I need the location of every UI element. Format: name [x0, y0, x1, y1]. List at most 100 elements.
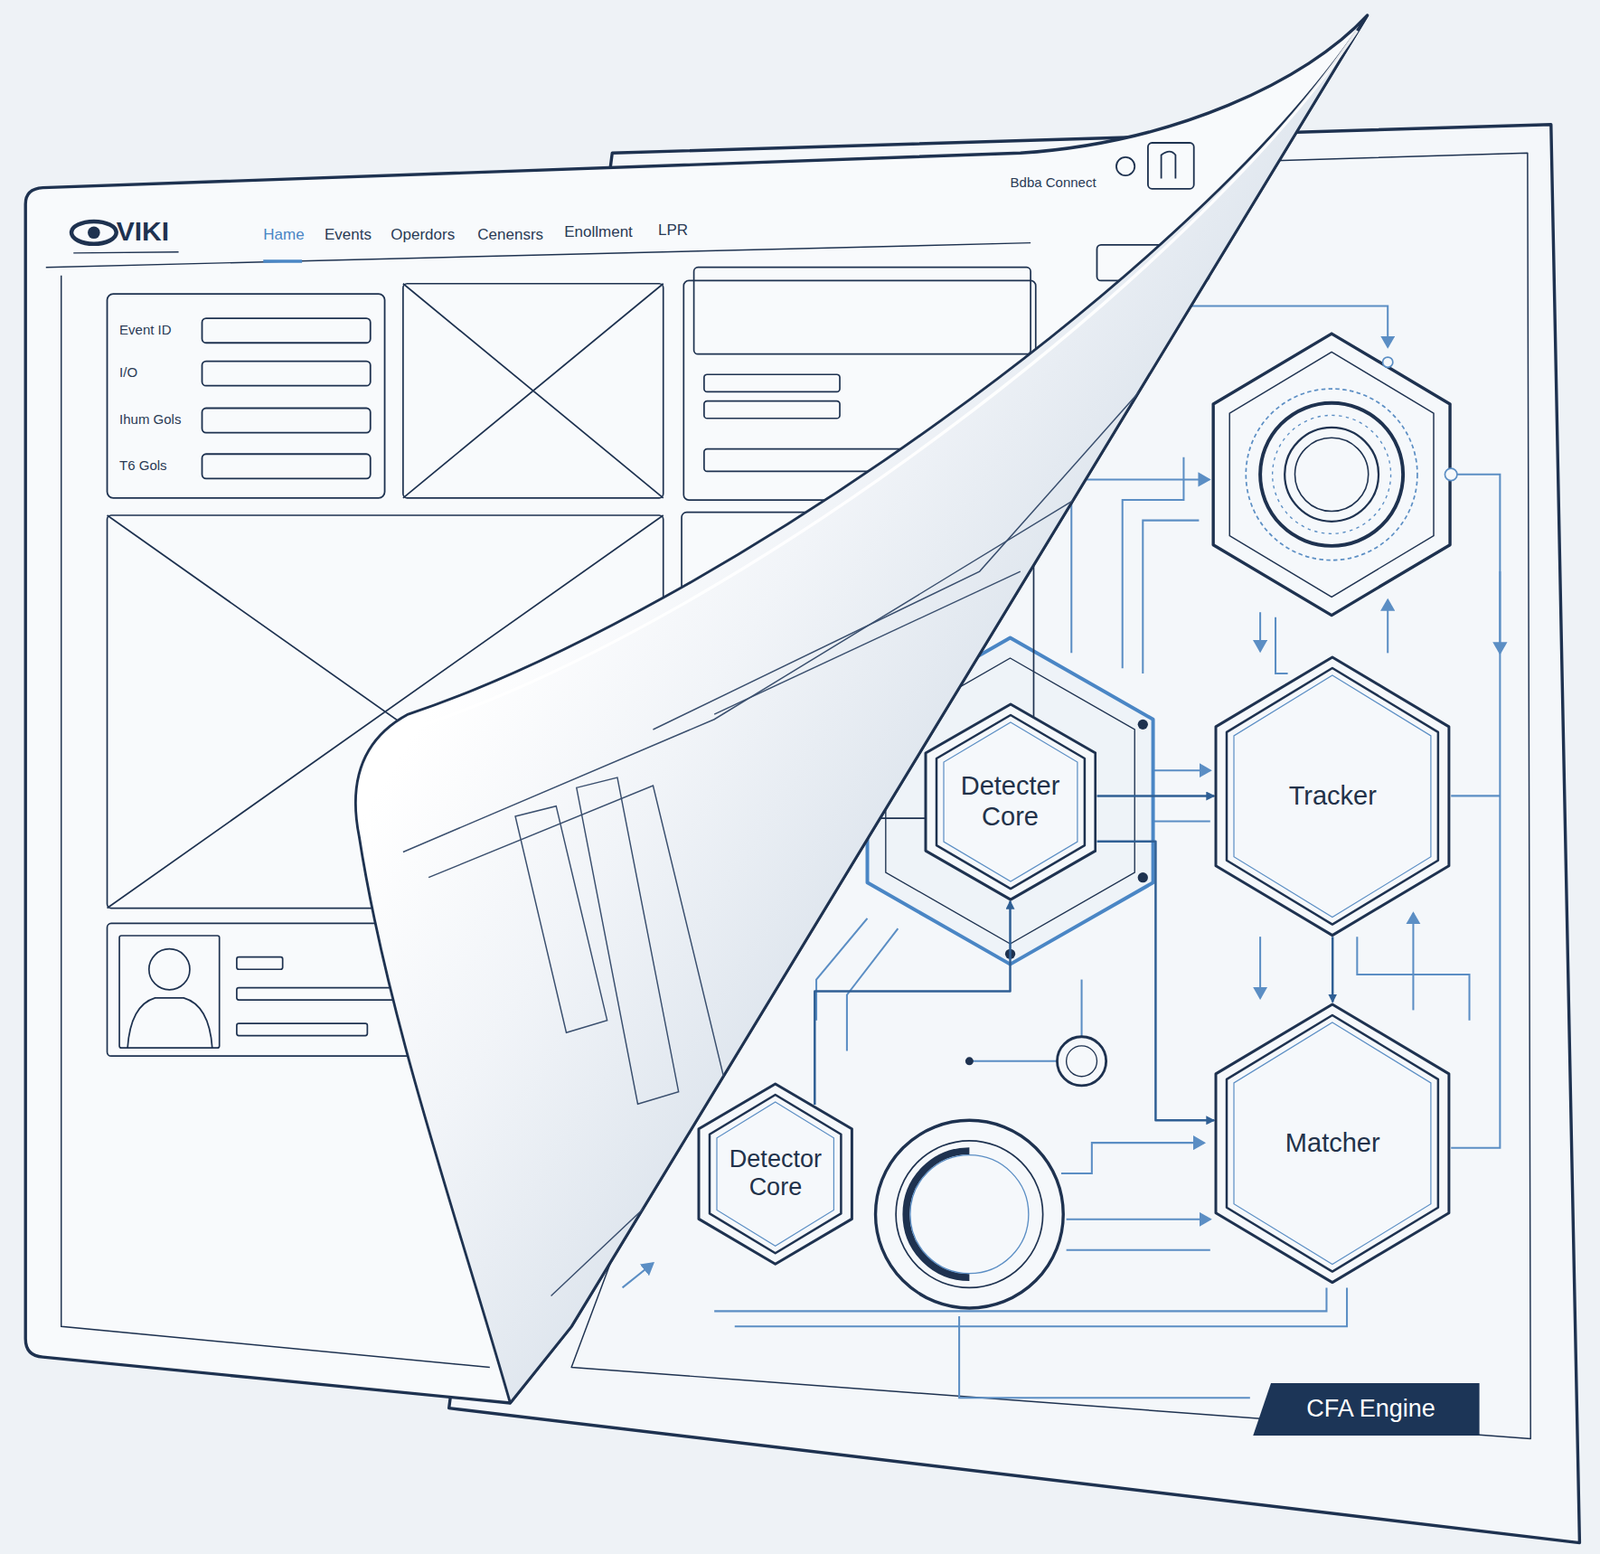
- ring-symbol: [875, 1120, 1064, 1309]
- page-curl: [515, 806, 608, 1034]
- nav-item: Cenensrs: [477, 226, 544, 245]
- process-hexagon: Tracker: [1214, 655, 1451, 938]
- logo-eye: [71, 221, 117, 245]
- nav-item: Events: [324, 226, 372, 245]
- circuit-wire: [1386, 600, 1389, 654]
- content-panel: [694, 267, 1032, 355]
- ring-symbol: [895, 1140, 1044, 1289]
- top-hexagon: [1213, 333, 1458, 616]
- image-placeholder: [403, 283, 664, 499]
- node-label: Matcher: [1285, 1128, 1381, 1158]
- node-text: Detector Core: [718, 1145, 832, 1202]
- core-frame-hexagon: [1138, 872, 1149, 883]
- circuit-wire: [959, 1316, 1251, 1398]
- form-label: Event ID: [119, 322, 172, 339]
- circuit-wire: [1061, 1142, 1205, 1174]
- circuit-wire: [1498, 571, 1501, 653]
- circuit-wire: [1275, 617, 1289, 674]
- node-label: Detector Core: [718, 1145, 832, 1202]
- page-curl: [576, 777, 679, 1104]
- content-panel: [704, 374, 840, 392]
- circuit-wire: [1450, 794, 1500, 797]
- circuit-wire: [1450, 474, 1500, 1149]
- band-shape: [1252, 1383, 1480, 1437]
- logo-eye: [73, 252, 179, 254]
- hexagon-outline: [1215, 1004, 1450, 1283]
- connector-arrow: [814, 901, 1010, 1105]
- profile-card: [119, 935, 220, 1048]
- engine-band: CFA Engine: [1252, 1383, 1480, 1437]
- hexagon-inner-outline: [1226, 1015, 1439, 1272]
- profile-card: [236, 1023, 368, 1036]
- circuit-wire: [1081, 979, 1083, 1037]
- hexagon-accent: [1233, 1022, 1431, 1265]
- form-panel: [202, 361, 371, 386]
- circuit-wire: [847, 928, 898, 1051]
- top-hexagon: [1260, 403, 1403, 546]
- connector-arrow: [1097, 794, 1215, 798]
- circuit-wire: [622, 1262, 654, 1288]
- node-text: Detecter Core: [947, 771, 1073, 832]
- circuit-wire: [1066, 1218, 1211, 1221]
- nav-item: Hame: [263, 226, 304, 245]
- page-curl: [652, 204, 1306, 730]
- hexagon-accent: [1233, 675, 1431, 918]
- circuit-wire: [969, 1060, 1057, 1063]
- top-hexagon: [1272, 414, 1392, 534]
- node-label: CFA Engine: [1306, 1394, 1436, 1423]
- top-hexagon: [1444, 468, 1458, 481]
- page-curl: [428, 785, 735, 1296]
- logo-eye: [87, 226, 101, 240]
- nav-underline: [263, 259, 302, 263]
- page-curl: [714, 571, 1021, 715]
- page-sheet: [46, 243, 1031, 268]
- process-hexagon: Matcher: [1214, 1002, 1451, 1285]
- core-frame-hexagon: [1138, 719, 1149, 730]
- circuit-wire: [1259, 936, 1262, 998]
- node-label: Detecter Core: [947, 771, 1073, 832]
- form-panel: [107, 293, 386, 499]
- page-sheet: [25, 15, 1367, 1403]
- form-label: T6 Gols: [119, 458, 168, 474]
- ring-symbol: [875, 1120, 1064, 1309]
- small-ring-symbol: [1056, 1036, 1106, 1086]
- page-curl: [367, 30, 1357, 832]
- nav-item: LPR: [658, 222, 688, 240]
- hexagon-inner-outline: [1226, 668, 1439, 925]
- nav-item: Enollment: [564, 224, 633, 242]
- hexagon-outline: [1215, 657, 1450, 936]
- small-ring-symbol: [965, 1036, 1107, 1086]
- small-ring-symbol: [1066, 1045, 1098, 1077]
- circuit-wire: [1066, 1249, 1211, 1252]
- form-panel: [202, 318, 371, 343]
- circuit-wire: [1259, 611, 1262, 651]
- hexagon-accent: [716, 1101, 834, 1246]
- circuit-wire: [1122, 457, 1185, 669]
- node-text: Tracker: [1289, 781, 1377, 811]
- node-text: CFA Engine: [1297, 1394, 1436, 1423]
- image-placeholder: [403, 283, 664, 499]
- content-panel: [704, 401, 840, 419]
- form-panel: [202, 407, 371, 433]
- circuit-wire: [1071, 479, 1209, 653]
- connector-arrow: [1331, 936, 1335, 1002]
- form-label: Ihum Gols: [119, 412, 181, 428]
- top-hexagon: [1245, 388, 1418, 561]
- form-panel: [107, 293, 386, 499]
- small-ring-symbol: [965, 1056, 974, 1065]
- page-curl: [403, 204, 1307, 1297]
- top-hexagon: [1284, 427, 1379, 522]
- ring-symbol: [910, 1155, 1029, 1274]
- hexagon-outline: [698, 1083, 852, 1264]
- top-hexagon: [1383, 357, 1393, 368]
- logo-text: VIKI: [116, 216, 170, 246]
- top-hexagon: [1229, 351, 1434, 597]
- topbar-icons: [1148, 142, 1195, 189]
- topbar-icons: [1161, 151, 1177, 179]
- circuit-wire: [1411, 912, 1414, 1010]
- top-hexagon: [1213, 333, 1450, 616]
- profile-card: [149, 949, 190, 990]
- page-sheet: [25, 15, 1367, 1403]
- hexagon-inner-outline: [709, 1094, 841, 1253]
